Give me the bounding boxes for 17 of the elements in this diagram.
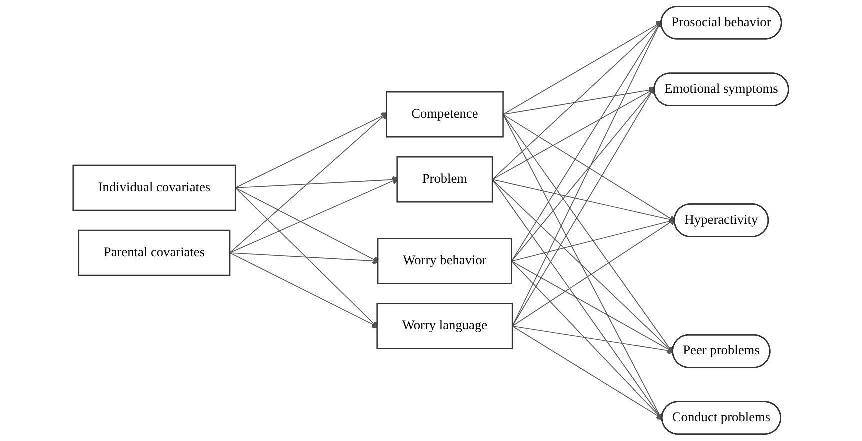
arrow: [502, 114, 677, 223]
arrow: [492, 20, 664, 180]
arrow: [502, 114, 674, 354]
node-box: Worry language: [376, 303, 514, 350]
arrow: [512, 20, 662, 327]
node-box: Individual covariates: [72, 164, 236, 212]
arrow: [492, 179, 675, 354]
arrow: [511, 260, 664, 421]
node-box: Parental covariates: [78, 230, 231, 276]
arrow: [492, 179, 664, 422]
node-box: Problem: [396, 156, 494, 203]
node-box: Competence: [386, 92, 504, 138]
arrow: [230, 252, 380, 328]
arrow: [511, 86, 656, 262]
arrow: [512, 86, 656, 327]
arrow: [502, 114, 664, 422]
node-box: Worry behavior: [377, 238, 512, 284]
